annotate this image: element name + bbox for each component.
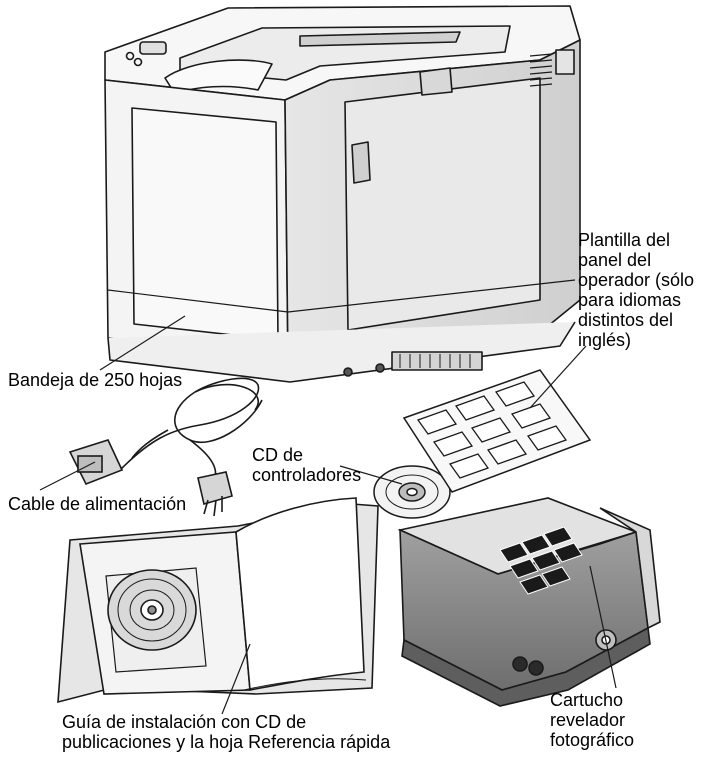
label-panel-template: Plantilla del panel del operador (sólo p…	[578, 230, 695, 350]
printer-illustration	[104, 5, 581, 383]
label-drivers-cd: CD de controladores	[252, 445, 362, 485]
label-tray: Bandeja de 250 hojas	[8, 370, 183, 390]
label-installation-guide: Guía de instalación con CD de publicacio…	[62, 712, 391, 752]
drivers-cd-illustration	[373, 465, 451, 519]
label-cartridge: Cartucho revelador fotográfico	[550, 690, 635, 750]
label-power-cable: Cable de alimentación	[8, 494, 187, 514]
installation-guide-illustration	[57, 497, 379, 704]
panel-template-illustration	[402, 369, 592, 493]
leader-lines	[39, 315, 617, 715]
cartridge-illustration	[397, 497, 661, 707]
